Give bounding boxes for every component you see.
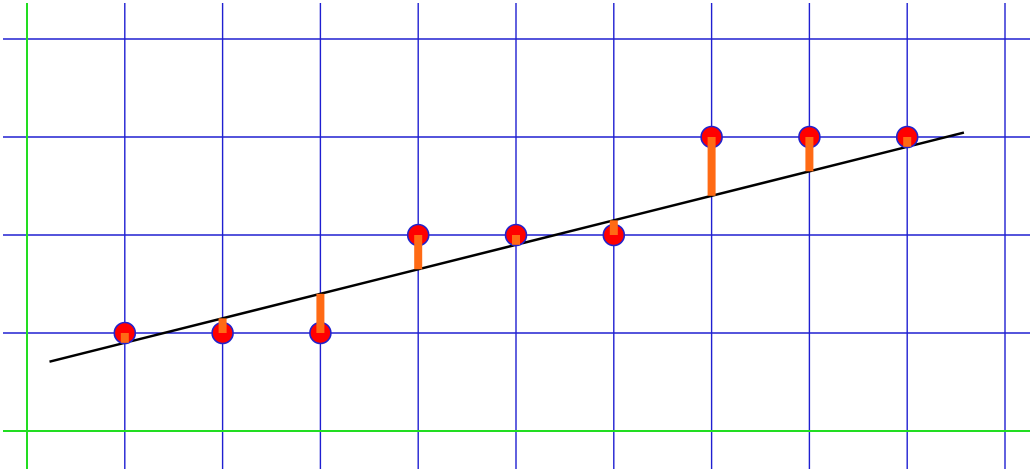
residual-bar	[609, 220, 618, 235]
residual-bar	[218, 318, 227, 333]
residual-bar	[120, 333, 129, 343]
residual-bar	[707, 137, 716, 196]
residual-bar	[316, 293, 325, 333]
fit-line-group	[49, 131, 965, 363]
fit-line	[49, 131, 965, 363]
axes	[3, 3, 1030, 469]
residual-bars	[120, 137, 912, 343]
residual-bar	[512, 235, 520, 245]
residual-bar	[805, 137, 814, 172]
residual-bar	[414, 235, 423, 270]
residual-bar	[903, 137, 912, 147]
